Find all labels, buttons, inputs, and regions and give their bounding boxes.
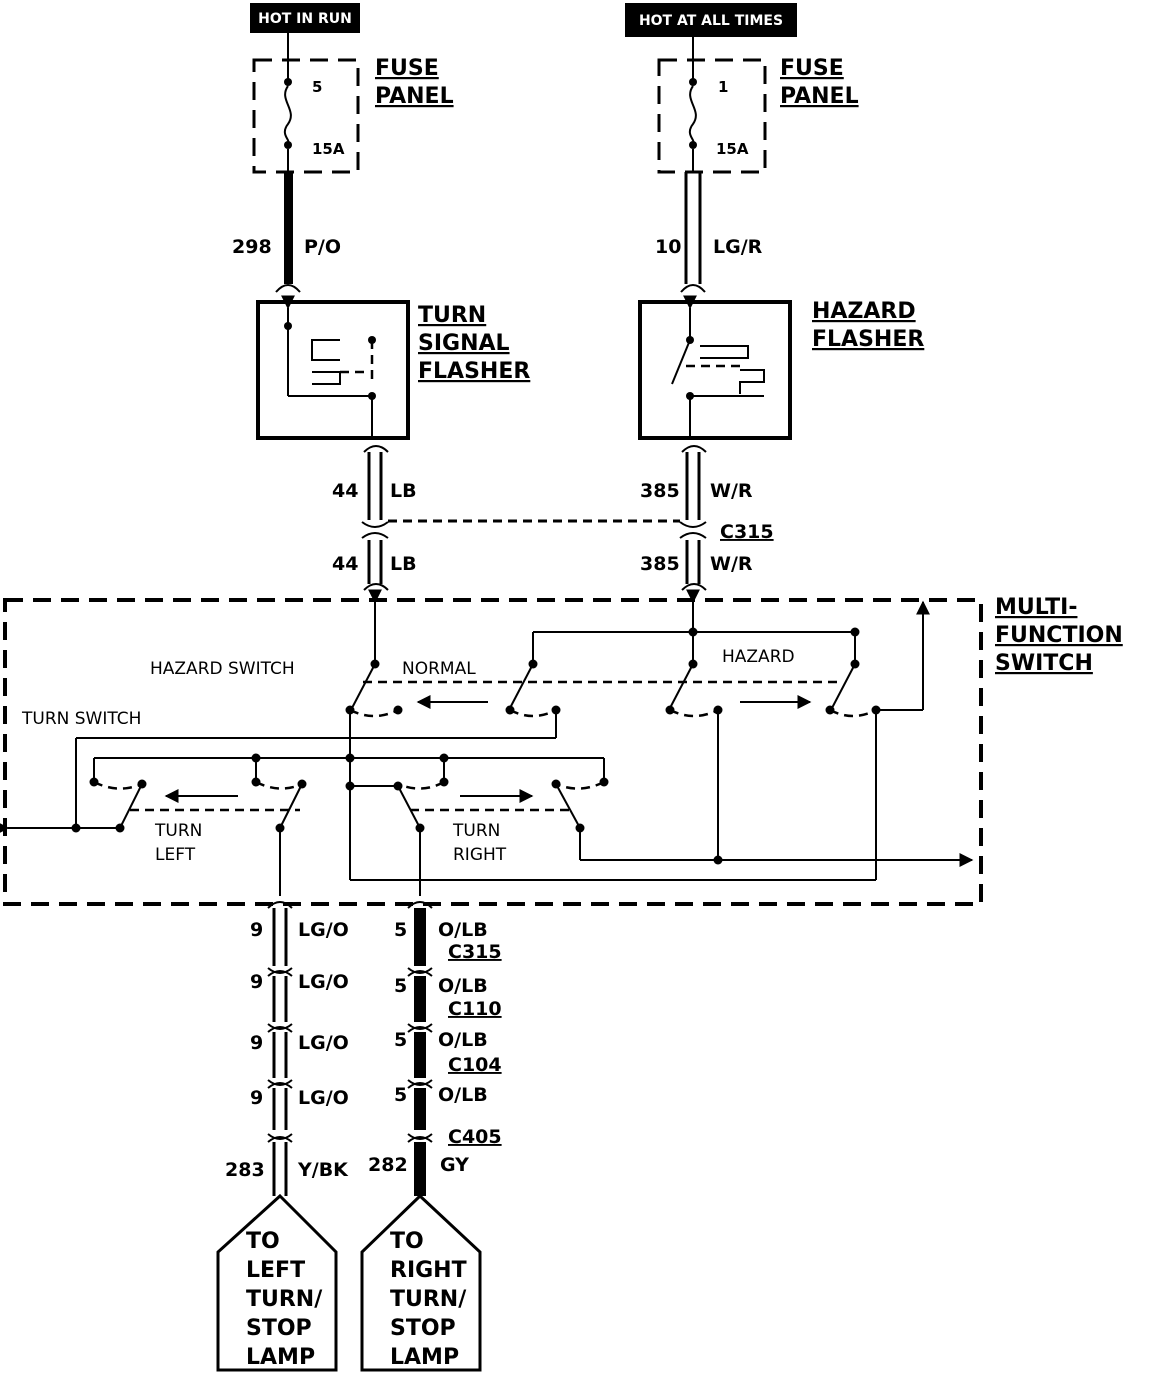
left-run-2-circuit: 9 bbox=[250, 1032, 263, 1054]
right-lamp-line-2: RIGHT bbox=[390, 1258, 467, 1283]
right-run-1-circuit: 5 bbox=[394, 975, 407, 997]
turn-left-label-2: LEFT bbox=[155, 845, 196, 865]
turn-left-label-1: TURN bbox=[154, 821, 202, 841]
mfs-label-1: MULTI- bbox=[995, 595, 1077, 620]
left-run-3-color: LG/O bbox=[298, 1087, 349, 1109]
hot-at-all-times-label: HOT AT ALL TIMES bbox=[639, 13, 783, 29]
left-run-1-circuit: 9 bbox=[250, 971, 263, 993]
fuse-left-label-1: FUSE bbox=[375, 56, 439, 81]
right-connector-2: C104 bbox=[448, 1054, 502, 1076]
right-run-3-color: O/LB bbox=[438, 1084, 488, 1106]
left-run-4-color: Y/BK bbox=[297, 1159, 349, 1181]
hazard-switch-label: HAZARD SWITCH bbox=[150, 659, 295, 679]
right-lamp-line-1: TO bbox=[390, 1229, 424, 1254]
left-run-3-circuit: 9 bbox=[250, 1087, 263, 1109]
left-run-segment bbox=[267, 908, 293, 1196]
right-run-1-color: O/LB bbox=[438, 975, 488, 997]
hazard-flasher: HAZARD FLASHER bbox=[638, 295, 924, 440]
right-lamp-line-4: STOP bbox=[390, 1316, 456, 1341]
left-lamp-line-5: LAMP bbox=[246, 1345, 315, 1370]
fuse-left-label-2: PANEL bbox=[375, 84, 454, 109]
right-lamp-line-3: TURN/ bbox=[390, 1287, 467, 1312]
right-run-3-circuit: 5 bbox=[394, 1084, 407, 1106]
fuse-right-label-1: FUSE bbox=[780, 56, 844, 81]
fuse-right-number: 1 bbox=[718, 78, 728, 96]
wire-298: 298 P/O bbox=[232, 172, 341, 293]
left-lamp-line-2: LEFT bbox=[246, 1258, 305, 1283]
fuse-right-rating: 15A bbox=[716, 140, 749, 158]
wire-44a-circuit: 44 bbox=[332, 480, 358, 502]
right-run-2-color: O/LB bbox=[438, 1029, 488, 1051]
right-run-4-circuit: 282 bbox=[368, 1154, 408, 1176]
hazard-flasher-label-2: FLASHER bbox=[812, 327, 924, 352]
turn-flasher-label-1: TURN bbox=[418, 303, 486, 328]
wire-385a-color: W/R bbox=[710, 480, 753, 502]
left-run-2-color: LG/O bbox=[298, 1032, 349, 1054]
left-lamp-line-3: TURN/ bbox=[246, 1287, 323, 1312]
mfs-label-2: FUNCTION bbox=[995, 623, 1123, 648]
right-connector-3: C405 bbox=[448, 1126, 502, 1148]
turn-right-label-2: RIGHT bbox=[453, 845, 507, 865]
c315-top-label: C315 bbox=[720, 521, 774, 543]
right-connector-0: C315 bbox=[448, 941, 502, 963]
right-run-4-color: GY bbox=[440, 1154, 469, 1176]
left-run-0-color: LG/O bbox=[298, 919, 349, 941]
left-run-4-circuit: 283 bbox=[225, 1159, 265, 1181]
wire-10-color: LG/R bbox=[713, 236, 763, 258]
left-run-1-color: LG/O bbox=[298, 971, 349, 993]
normal-label: NORMAL bbox=[402, 659, 476, 679]
fuse-panel-right: 1 15A FUSE PANEL bbox=[657, 37, 859, 174]
left-run-0-circuit: 9 bbox=[250, 919, 263, 941]
left-lamp-line-4: STOP bbox=[246, 1316, 312, 1341]
wire-44a-color: LB bbox=[390, 480, 417, 502]
right-run-2-circuit: 5 bbox=[394, 1029, 407, 1051]
wire-385b-circuit: 385 bbox=[640, 553, 680, 575]
right-run-segment bbox=[407, 908, 433, 1196]
right-lamp-circuit: 5 O/LB 5 O/LB 5 O/LB 5 O/LB 282 GY C315 … bbox=[360, 901, 502, 1372]
wire-385-upper: 385 W/R bbox=[640, 445, 753, 520]
right-lamp-line-5: LAMP bbox=[390, 1345, 459, 1370]
turn-flasher-label-2: SIGNAL bbox=[418, 331, 510, 356]
wire-10: 10 LG/R bbox=[655, 172, 763, 293]
wire-385-lower: 385 W/R bbox=[640, 540, 753, 591]
connector-c315-top: C315 bbox=[361, 519, 774, 543]
fuse-left-number: 5 bbox=[312, 78, 322, 96]
hazard-label: HAZARD bbox=[722, 647, 795, 667]
multi-function-switch: MULTI- FUNCTION SWITCH HAZARD SWITCH NOR… bbox=[0, 589, 1123, 906]
hot-in-run-label: HOT IN RUN bbox=[258, 11, 352, 27]
left-lamp-line-1: TO bbox=[246, 1229, 280, 1254]
right-connector-1: C110 bbox=[448, 998, 502, 1020]
mfs-label-3: SWITCH bbox=[995, 651, 1093, 676]
wire-44-upper: 44 LB bbox=[332, 445, 417, 520]
fuse-left-rating: 15A bbox=[312, 140, 345, 158]
fuse-panel-left: 5 15A FUSE PANEL bbox=[252, 33, 454, 174]
wire-298-color: P/O bbox=[304, 236, 341, 258]
wire-44b-circuit: 44 bbox=[332, 553, 358, 575]
wire-44-lower: 44 LB bbox=[332, 540, 417, 591]
turn-flasher-label-3: FLASHER bbox=[418, 359, 530, 384]
turn-switch-label: TURN SWITCH bbox=[21, 709, 141, 729]
right-run-0-circuit: 5 bbox=[394, 919, 407, 941]
left-lamp-circuit: 9 LG/O 9 LG/O 9 LG/O 9 LG/O 283 Y/BK TO … bbox=[216, 901, 349, 1372]
hot-in-run-tag: HOT IN RUN bbox=[250, 3, 360, 33]
wire-385a-circuit: 385 bbox=[640, 480, 680, 502]
wire-385b-color: W/R bbox=[710, 553, 753, 575]
hot-at-all-times-tag: HOT AT ALL TIMES bbox=[625, 3, 797, 37]
turn-signal-flasher: TURN SIGNAL FLASHER bbox=[256, 295, 530, 440]
fuse-right-label-2: PANEL bbox=[780, 84, 859, 109]
wire-44b-color: LB bbox=[390, 553, 417, 575]
wire-10-circuit: 10 bbox=[655, 236, 681, 258]
wire-298-circuit: 298 bbox=[232, 236, 272, 258]
hazard-flasher-label-1: HAZARD bbox=[812, 299, 916, 324]
right-run-0-color: O/LB bbox=[438, 919, 488, 941]
turn-right-label-1: TURN bbox=[452, 821, 500, 841]
